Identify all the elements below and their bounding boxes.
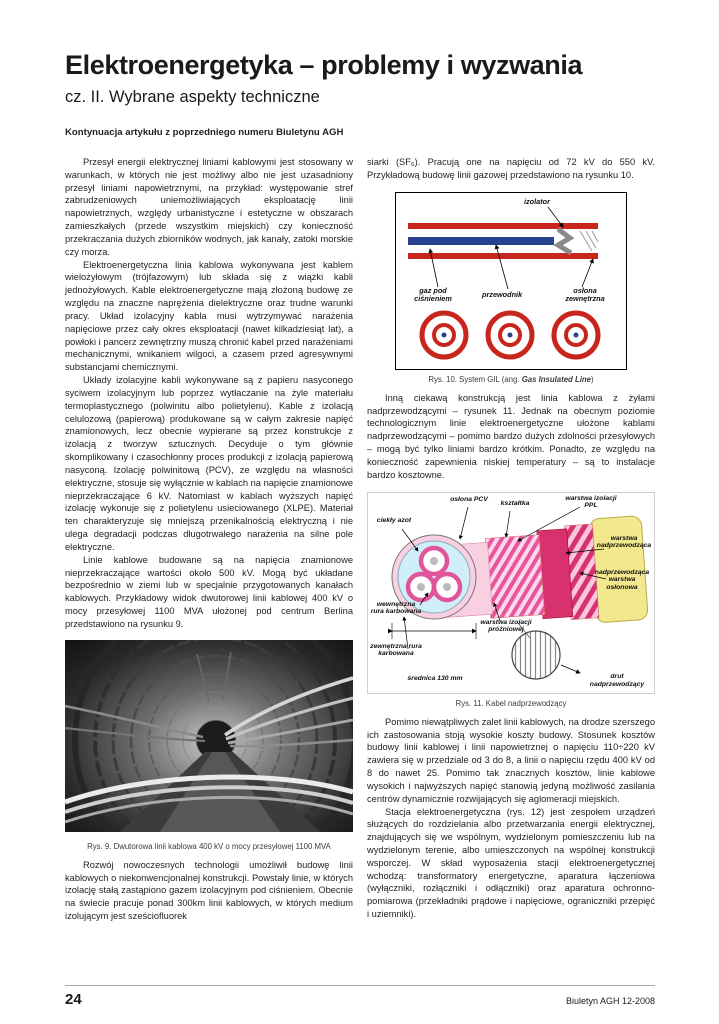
fig11-label-zewn-rura: zewnętrzna rura karbowana [370, 642, 422, 658]
tunnel-photo [64, 596, 358, 883]
fig11-label-srednica: średnica 130 mm [407, 674, 463, 682]
fig11-label-ciekly-azot: ciekły azot [376, 516, 412, 524]
fig10-label-gaz: gaz pod ciśnieniem [414, 285, 452, 303]
paragraph: Linie kablowe budowane są na napięcia zn… [65, 554, 353, 629]
figure-10: izolator gaz pod ciśnieniem przewodnik o… [367, 191, 655, 385]
fig11-label-warstwa-nadprzewodzaca: warstwa nadprzewodząca [596, 534, 652, 550]
gil-diagram: izolator gaz pod ciśnieniem przewodnik o… [395, 191, 627, 370]
two-column-layout: Przesył energii elektrycznej liniami kab… [64, 156, 655, 923]
tunnel-photo-image [64, 596, 358, 883]
left-column: Przesył energii elektrycznej liniami kab… [64, 156, 358, 923]
fig11-label-oslona-pcv: osłona PCV [450, 495, 488, 503]
figure-10-caption-post: ) [591, 374, 594, 384]
figure-10-caption: Rys. 10. System GIL (ang. Gas Insulated … [367, 375, 655, 385]
paragraph: Inną ciekawą konstrukcją jest linia kabl… [367, 392, 655, 480]
page-number: 24 [65, 991, 82, 1008]
fig11-label-drut: drut nadprzewodzący [589, 673, 645, 688]
superconducting-cable-diagram: ciekły azot osłona PCV kształtka warstwa… [367, 491, 655, 694]
paragraph: Pomimo niewątpliwych zalet linii kablowy… [367, 716, 655, 804]
fig11-label-nadprz-oslonowa: nadprzewodząca warstwa osłonowa [594, 568, 650, 591]
article-lead: Kontynuacja artykułu z poprzedniego nume… [65, 127, 344, 138]
fig10-label-izolator: izolator [524, 196, 550, 206]
figure-9: Rys. 9. Dwutorowa linii kablowa 400 kV o… [64, 596, 358, 883]
paragraph: Układy izolacyjne kabli wykonywane są z … [65, 375, 353, 552]
article-header: Elektroenergetyka – problemy i wyzwania … [65, 50, 655, 138]
paragraph: siarki (SF₆). Pracują one na napięciu od… [367, 157, 655, 180]
paragraph: Rozwój nowoczesnych technologii umożliwi… [65, 859, 353, 922]
paragraph: Stacja elektroenergetyczna (rys. 12) jes… [367, 806, 655, 920]
fig10-label-przewodnik: przewodnik [482, 289, 523, 299]
paragraph: Elektroenergetyczna linia kablowa wykony… [65, 259, 353, 373]
right-column: siarki (SF₆). Pracują one na napięciu od… [367, 156, 655, 921]
page-footer: 24 Biuletyn AGH 12-2008 [65, 985, 655, 1008]
page-content: Elektroenergetyka – problemy i wyzwania … [64, 50, 655, 923]
figure-9-caption: Rys. 9. Dwutorowa linii kablowa 400 kV o… [87, 841, 331, 851]
figure-11: ciekły azot osłona PCV kształtka warstwa… [367, 491, 655, 709]
fig11-label-wewn-rura: wewnętrzna rura karbowana [370, 600, 422, 616]
fig11-label-ksztaltka: kształtka [500, 499, 530, 507]
superconducting-cable-image [388, 506, 649, 680]
figure-10-caption-pre: Rys. 10. System GIL (ang. [428, 374, 522, 384]
journal-name: Biuletyn AGH 12-2008 [565, 996, 655, 1006]
paragraph: Przesył energii elektrycznej liniami kab… [65, 157, 353, 257]
figure-10-caption-em: Gas Insulated Line [521, 374, 592, 384]
fig10-label-oslona: osłona zewnętrzna [565, 285, 605, 303]
article-title: Elektroenergetyka – problemy i wyzwania [65, 50, 583, 80]
fig11-label-warstwa-prozniowa: warstwa izolacji próżniowej [480, 618, 532, 634]
gil-diagram-image [408, 206, 601, 360]
figure-11-caption: Rys. 11. Kabel nadprzewodzący [455, 698, 567, 708]
article-subtitle: cz. II. Wybrane aspekty techniczne [65, 88, 320, 106]
fig11-label-warstwa-ppl: warstwa izolacji PPL [565, 494, 617, 510]
